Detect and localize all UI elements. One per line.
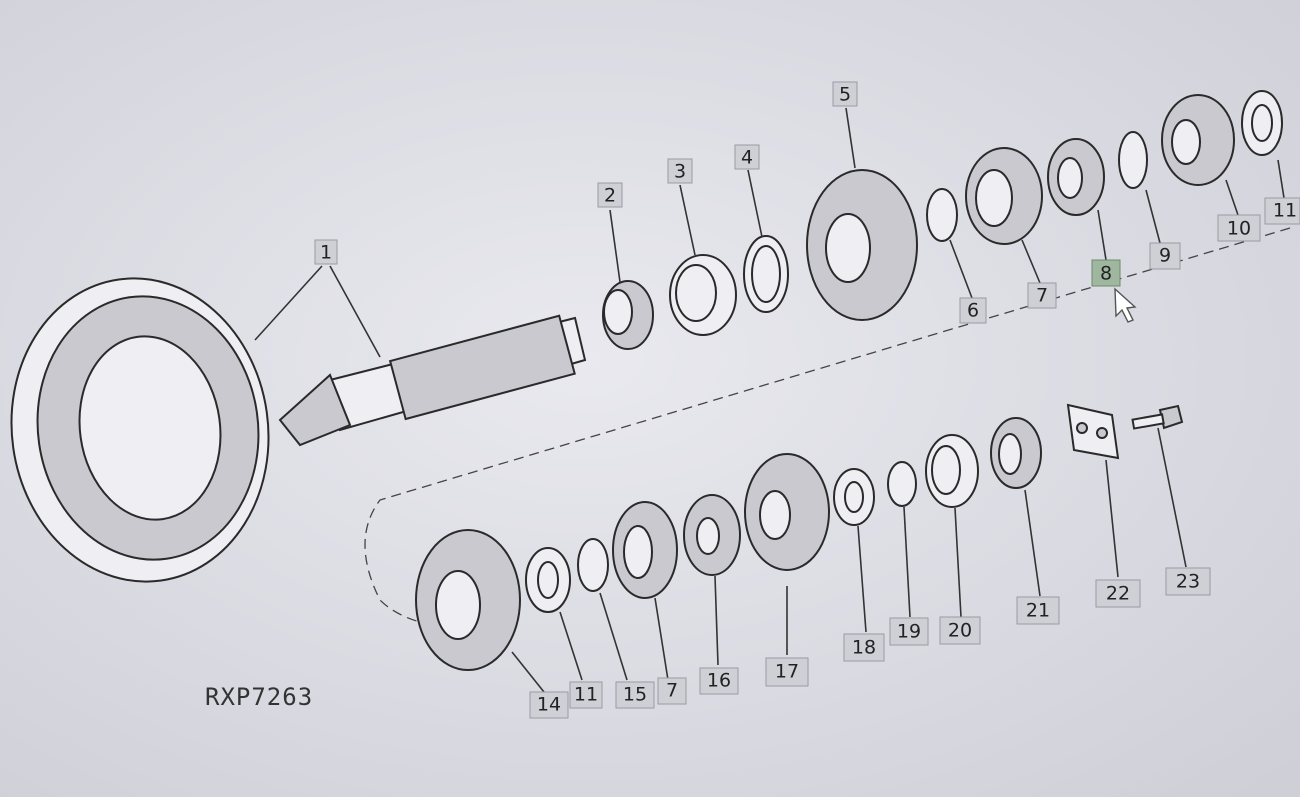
- svg-text:17: 17: [775, 661, 799, 683]
- washer-part-11-top[interactable]: [1241, 90, 1283, 156]
- callout-20[interactable]: 20: [939, 616, 981, 645]
- svg-text:11: 11: [574, 684, 598, 706]
- thrust-washer-part-18[interactable]: [833, 468, 875, 526]
- gear-part-10[interactable]: [1161, 94, 1235, 186]
- callout-8-selected[interactable]: 8: [1091, 259, 1121, 287]
- svg-text:18: 18: [852, 637, 876, 659]
- plate-part-22[interactable]: [1066, 403, 1120, 460]
- svg-text:3: 3: [674, 161, 686, 183]
- svg-text:21: 21: [1026, 600, 1050, 622]
- leader-lines: [254, 107, 1285, 693]
- svg-text:15: 15: [623, 684, 647, 706]
- bolt-part-23[interactable]: [1131, 404, 1184, 430]
- mouse-pointer-icon: [1114, 287, 1137, 323]
- svg-text:9: 9: [1159, 245, 1171, 267]
- assembly-centerline: [364, 227, 1291, 623]
- svg-text:16: 16: [707, 670, 731, 692]
- callout-17[interactable]: 17: [765, 657, 809, 687]
- callout-14[interactable]: 14: [529, 691, 569, 719]
- bearing-cone-part-2[interactable]: [602, 280, 654, 350]
- callout-1[interactable]: 1: [314, 239, 338, 265]
- bearing-cup-part-3[interactable]: [669, 254, 737, 336]
- snap-ring-part-15[interactable]: [577, 538, 609, 592]
- washer-part-11-bottom[interactable]: [525, 547, 571, 613]
- callout-5[interactable]: 5: [832, 81, 858, 107]
- callout-19[interactable]: 19: [889, 617, 929, 646]
- svg-text:20: 20: [948, 620, 972, 642]
- figure-reference-code: RXP7263: [205, 683, 313, 711]
- snap-ring-part-9[interactable]: [1118, 131, 1148, 189]
- callout-3[interactable]: 3: [667, 158, 693, 184]
- svg-text:10: 10: [1227, 218, 1251, 240]
- callout-6[interactable]: 6: [959, 297, 987, 324]
- coupler-part-7[interactable]: [965, 147, 1043, 245]
- svg-text:1: 1: [320, 242, 332, 264]
- svg-text:2: 2: [604, 185, 616, 207]
- shim-part-4[interactable]: [743, 235, 789, 313]
- gear-part-17[interactable]: [744, 453, 830, 571]
- gear-part-14[interactable]: [415, 529, 521, 671]
- svg-text:7: 7: [666, 680, 678, 702]
- callout-15[interactable]: 15: [615, 681, 655, 709]
- gear-part-5[interactable]: [806, 169, 918, 321]
- svg-text:8: 8: [1100, 263, 1112, 285]
- callout-22[interactable]: 22: [1095, 579, 1141, 608]
- coupler-part-7-bottom[interactable]: [612, 501, 678, 599]
- gear-part-8[interactable]: [1047, 138, 1105, 216]
- svg-text:23: 23: [1176, 571, 1200, 593]
- callout-7-bottom[interactable]: 7: [657, 677, 687, 705]
- svg-text:6: 6: [967, 300, 979, 322]
- gear-part-16[interactable]: [683, 494, 741, 576]
- snap-ring-part-6[interactable]: [926, 188, 958, 242]
- svg-text:19: 19: [897, 621, 921, 643]
- svg-text:22: 22: [1106, 583, 1130, 605]
- snap-ring-part-19[interactable]: [887, 461, 917, 507]
- callout-2[interactable]: 2: [597, 182, 623, 208]
- callout-9[interactable]: 9: [1149, 242, 1181, 270]
- callout-10[interactable]: 10: [1217, 214, 1261, 242]
- bearing-cup-part-20[interactable]: [925, 434, 979, 508]
- ring-gear-part-1[interactable]: [0, 262, 288, 599]
- svg-text:11: 11: [1273, 200, 1297, 222]
- svg-text:7: 7: [1036, 285, 1048, 307]
- callouts: 1 2 3 4 5 6 7 8 9 10 11 14 11 15 7 16 17…: [314, 81, 1300, 719]
- svg-text:14: 14: [537, 694, 561, 716]
- callout-7-top[interactable]: 7: [1027, 282, 1057, 309]
- callout-18[interactable]: 18: [843, 633, 885, 662]
- callout-11-top[interactable]: 11: [1264, 197, 1300, 225]
- callout-4[interactable]: 4: [734, 144, 760, 170]
- svg-text:4: 4: [741, 147, 753, 169]
- callout-23[interactable]: 23: [1165, 567, 1211, 596]
- svg-text:5: 5: [839, 84, 851, 106]
- callout-16[interactable]: 16: [699, 667, 739, 695]
- callout-11-bottom[interactable]: 11: [569, 681, 603, 709]
- callout-21[interactable]: 21: [1016, 596, 1060, 625]
- pinion-shaft-part-1[interactable]: [278, 314, 587, 447]
- bearing-cone-part-21[interactable]: [990, 417, 1042, 489]
